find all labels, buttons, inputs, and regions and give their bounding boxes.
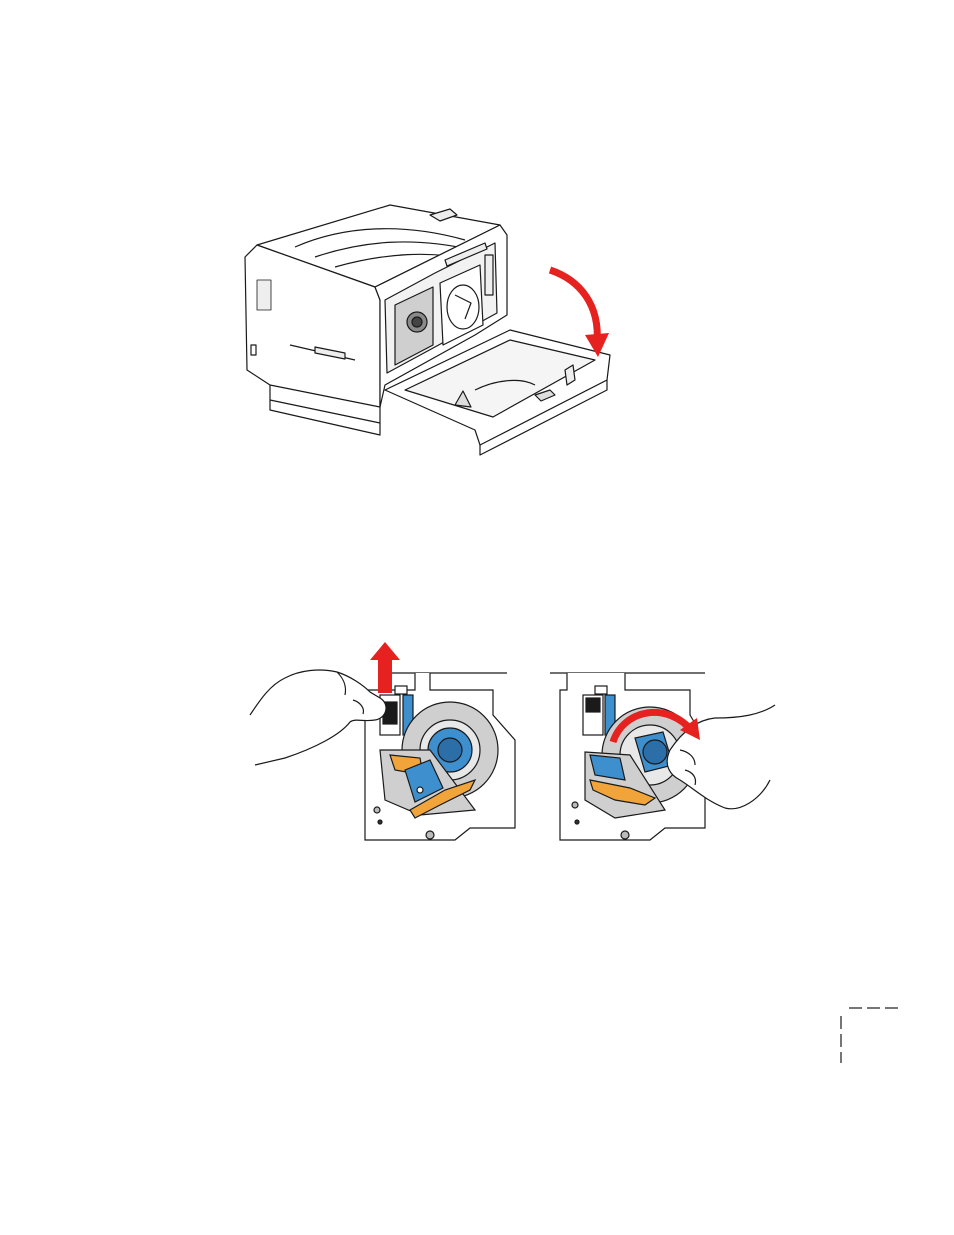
rotate-cartridge-arrow-illustration [545,640,780,855]
printer-front-door-open-illustration [235,195,620,460]
rotate-down-arrow-icon [535,265,615,365]
lift-up-arrow-icon [365,640,405,695]
rotate-clockwise-arrow-icon [605,700,705,750]
page-corner-mark [835,1000,900,1065]
lift-lever-up-arrow-illustration [245,640,520,855]
